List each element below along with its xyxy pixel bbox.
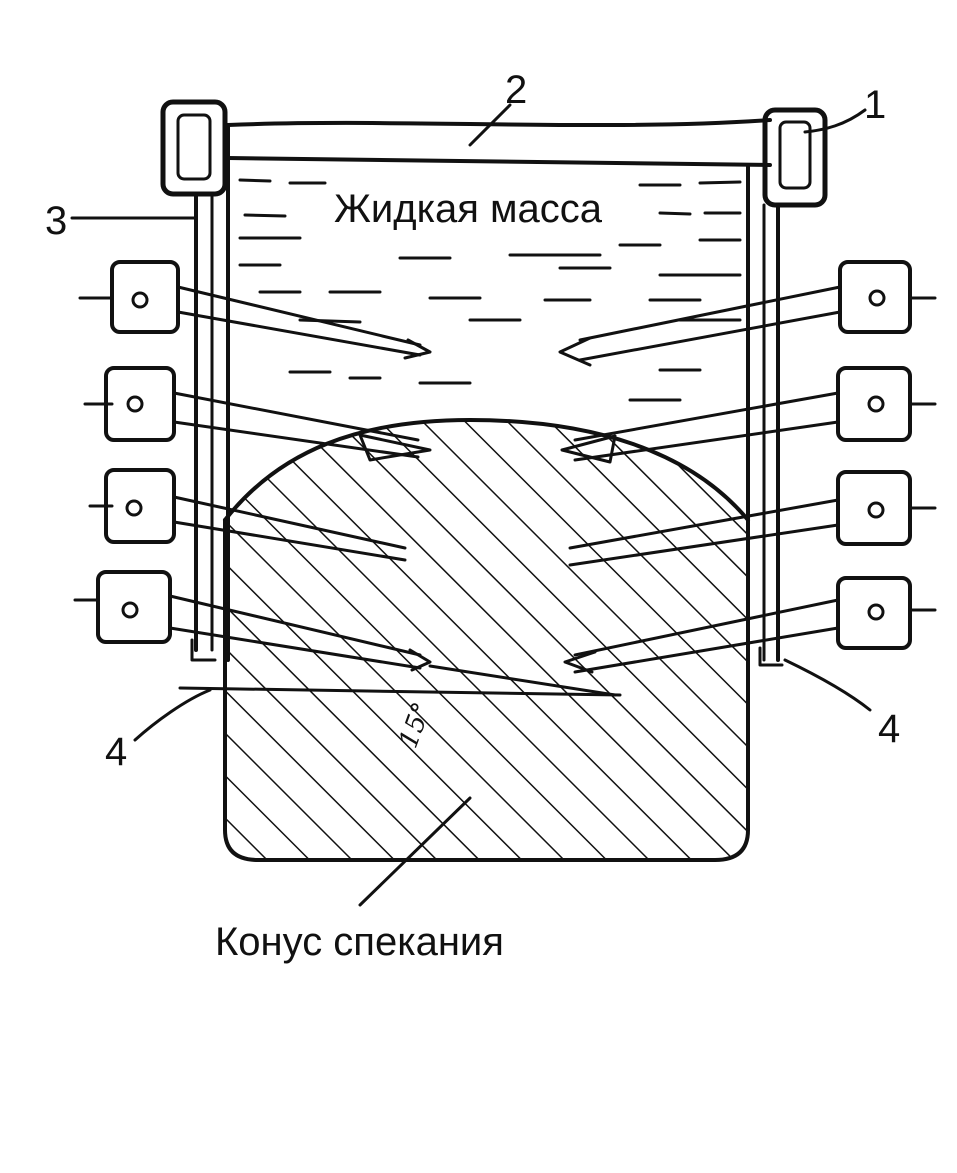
nozzle-left-4 <box>73 570 432 672</box>
frame-left <box>160 99 228 197</box>
sintering-cone <box>178 418 750 862</box>
nozzles-left <box>73 260 432 672</box>
label-sintering-cone: Конус спекания <box>215 920 504 964</box>
wall-right <box>746 163 780 672</box>
nozzle-left-3 <box>88 468 407 562</box>
callout-frame: 1 <box>864 83 886 127</box>
callout-nozzle-right: 4 <box>878 707 900 751</box>
frame-right <box>762 107 828 208</box>
nozzles-right <box>558 260 937 674</box>
nozzle-right-4 <box>563 576 937 674</box>
label-liquid-mass: Жидкая масса <box>334 187 603 231</box>
nozzle-right-2 <box>560 366 937 464</box>
nozzle-left-2 <box>83 366 432 462</box>
nozzle-left-1 <box>78 260 432 360</box>
lugs <box>190 638 784 667</box>
nozzle-right-1 <box>558 260 937 367</box>
callout-wall: 3 <box>45 199 67 243</box>
nozzle-right-3 <box>568 470 937 567</box>
callout-nozzle-left: 4 <box>105 730 127 774</box>
lid <box>226 118 772 167</box>
liquid-dashes <box>238 178 742 402</box>
callout-lid: 2 <box>505 68 527 112</box>
leader-lines <box>70 103 872 907</box>
